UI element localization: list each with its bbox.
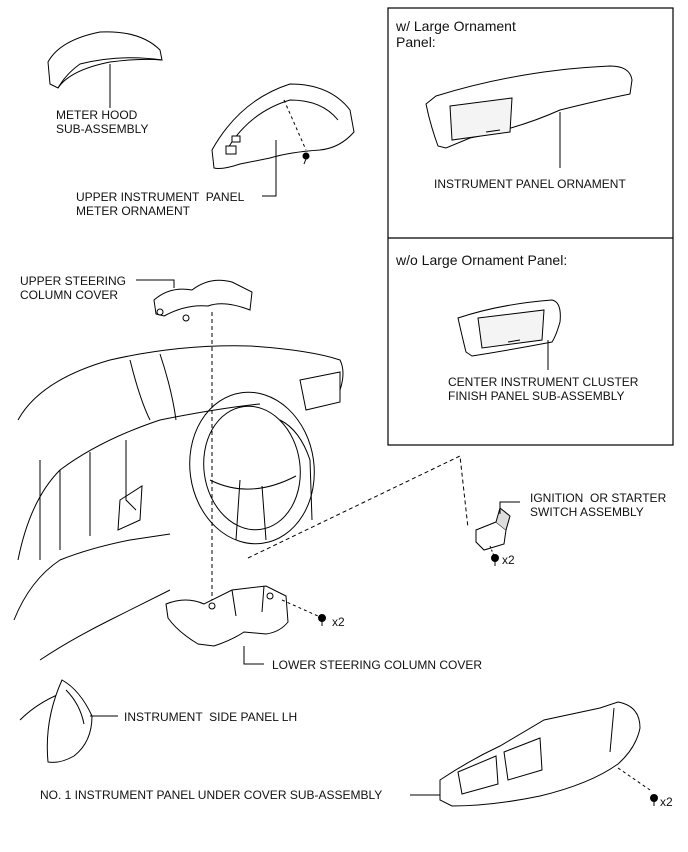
under-cover-label: NO. 1 INSTRUMENT PANEL UNDER COVER SUB-A… xyxy=(40,788,383,802)
meter-ornament-leader xyxy=(262,140,277,197)
side-panel-lh-drawing xyxy=(46,679,93,763)
instrument-panel-ornament-label: INSTRUMENT PANEL ORNAMENT xyxy=(434,177,626,191)
lower-cover-screw-guide xyxy=(281,599,319,617)
lower-cover-screw-quantity: x2 xyxy=(332,615,345,629)
lower-column-cover-drawing xyxy=(165,585,289,647)
ignition-screw-quantity: x2 xyxy=(502,553,515,567)
upper-column-cover-leader xyxy=(136,279,175,288)
screw-icon xyxy=(318,614,326,626)
upper-column-cover-drawing xyxy=(153,279,253,322)
dashboard-drawing xyxy=(13,345,344,721)
ignition-screw-guide xyxy=(489,545,495,557)
screw-icon xyxy=(650,794,658,806)
meter-ornament-drawing xyxy=(211,83,355,169)
lower-column-cover-label: LOWER STEERING COLUMN COVER xyxy=(272,658,483,672)
option-panel-frame xyxy=(387,7,674,446)
under-cover-screw-quantity: x2 xyxy=(660,795,673,809)
large-ornament-panel-title: w/ Large Ornament Panel: xyxy=(396,18,516,50)
center-cluster-finish-panel-drawing xyxy=(457,299,561,357)
center-cluster-finish-panel-label: CENTER INSTRUMENT CLUSTER FINISH PANEL S… xyxy=(448,375,639,403)
ignition-dashed-guide xyxy=(247,455,469,559)
side-panel-lh-label: INSTRUMENT SIDE PANEL LH xyxy=(124,710,298,724)
upper-meter-ornament-label: UPPER INSTRUMENT PANEL METER ORNAMENT xyxy=(76,190,245,218)
instrument-panel-ornament-drawing xyxy=(425,65,633,149)
ignition-switch-label: IGNITION OR STARTER SWITCH ASSEMBLY xyxy=(530,491,667,519)
under-cover-drawing xyxy=(439,701,641,807)
ignition-leader xyxy=(499,501,520,514)
under-cover-screw-guide xyxy=(617,767,651,791)
ignition-switch-drawing xyxy=(475,507,511,551)
no-large-ornament-panel-title: w/o Large Ornament Panel: xyxy=(396,252,568,268)
upper-column-cover-label: UPPER STEERING COLUMN COVER xyxy=(20,274,127,302)
screw-icon xyxy=(302,152,310,165)
screw-icon xyxy=(491,554,499,566)
meter-hood-drawing xyxy=(47,31,163,89)
lower-cover-leader xyxy=(243,646,264,665)
meter-hood-label: METER HOOD SUB-ASSEMBLY xyxy=(56,108,149,136)
